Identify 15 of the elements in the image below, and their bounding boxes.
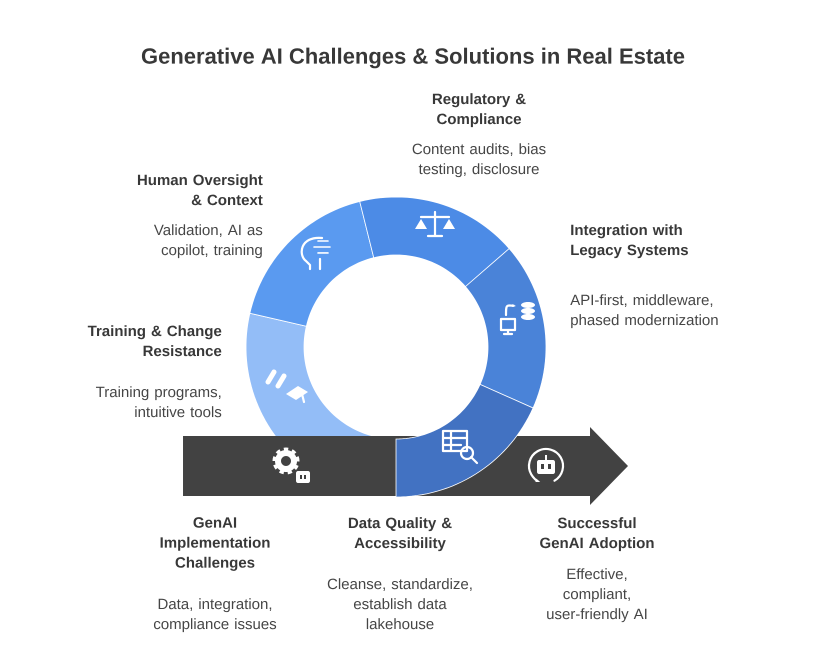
heading: Data Quality & Accessibility (348, 517, 452, 552)
description: Data, integration, compliance issues (154, 598, 276, 632)
heading: Successful GenAI Adoption (540, 517, 654, 552)
heading: Integration with Legacy Systems (571, 224, 688, 258)
description: Effective, compliant, user-friendly AI (547, 568, 646, 622)
description: Validation, AI as copilot, training (154, 224, 262, 258)
description: API-first, middleware, phased modernization (570, 294, 718, 328)
description: Training programs, intuitive tools (96, 386, 222, 418)
heading: Human Oversight & Context (138, 174, 263, 206)
heading: Regulatory & Compliance (432, 93, 526, 128)
description: Cleanse, standardize, establish data lakehouse (328, 578, 472, 630)
description: Content audits, bias testing, disclosure (412, 143, 546, 178)
heading: Training & Change Resistance (88, 325, 222, 356)
heading: GenAI Implementation Challenges (160, 517, 270, 571)
title: Generative AI Challenges & Solutions in Real Estate (142, 48, 684, 68)
